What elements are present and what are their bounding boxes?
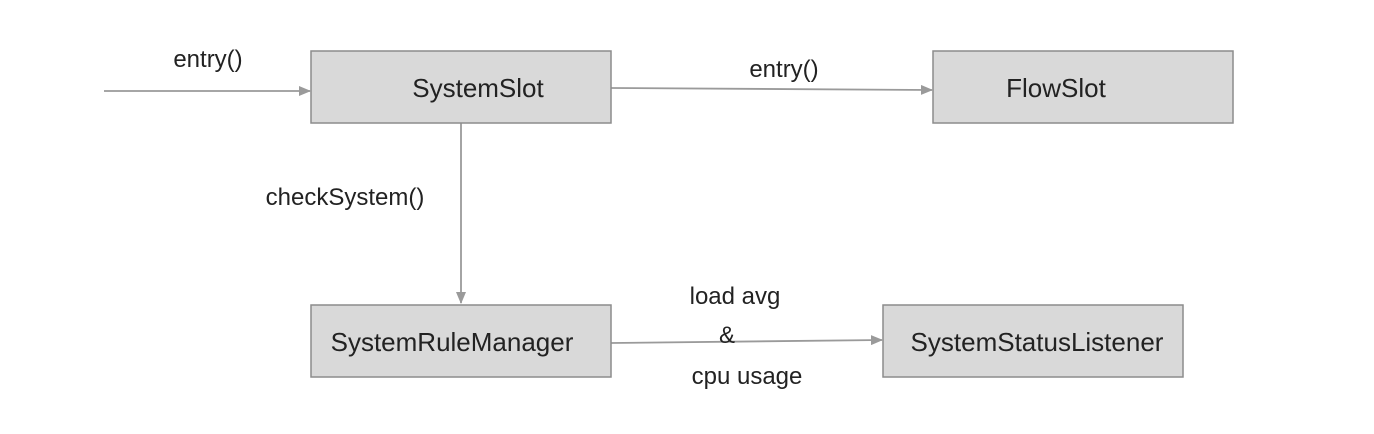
system-rule-manager-node: SystemRuleManager <box>310 304 612 378</box>
check-system-label: checkSystem() <box>266 184 425 211</box>
rule-to-listener-arrow <box>610 335 883 346</box>
system-slot-label: SystemSlot <box>412 73 544 103</box>
system-status-listener-node: SystemStatusListener <box>882 304 1184 378</box>
system-status-listener-label: SystemStatusListener <box>911 327 1164 357</box>
entry-to-flowslot-arrow <box>610 84 933 95</box>
system-rule-manager-label: SystemRuleManager <box>331 327 574 357</box>
flow-slot-node: FlowSlot <box>932 50 1234 124</box>
load-avg-label: load avg <box>690 283 781 310</box>
entry-in-label: entry() <box>173 46 242 73</box>
ampersand-label: & <box>719 322 735 349</box>
entry-to-flowslot-label: entry() <box>749 56 818 83</box>
cpu-usage-label: cpu usage <box>692 363 803 390</box>
system-slot-node: SystemSlot <box>310 50 612 124</box>
flow-slot-label: FlowSlot <box>1006 73 1106 103</box>
